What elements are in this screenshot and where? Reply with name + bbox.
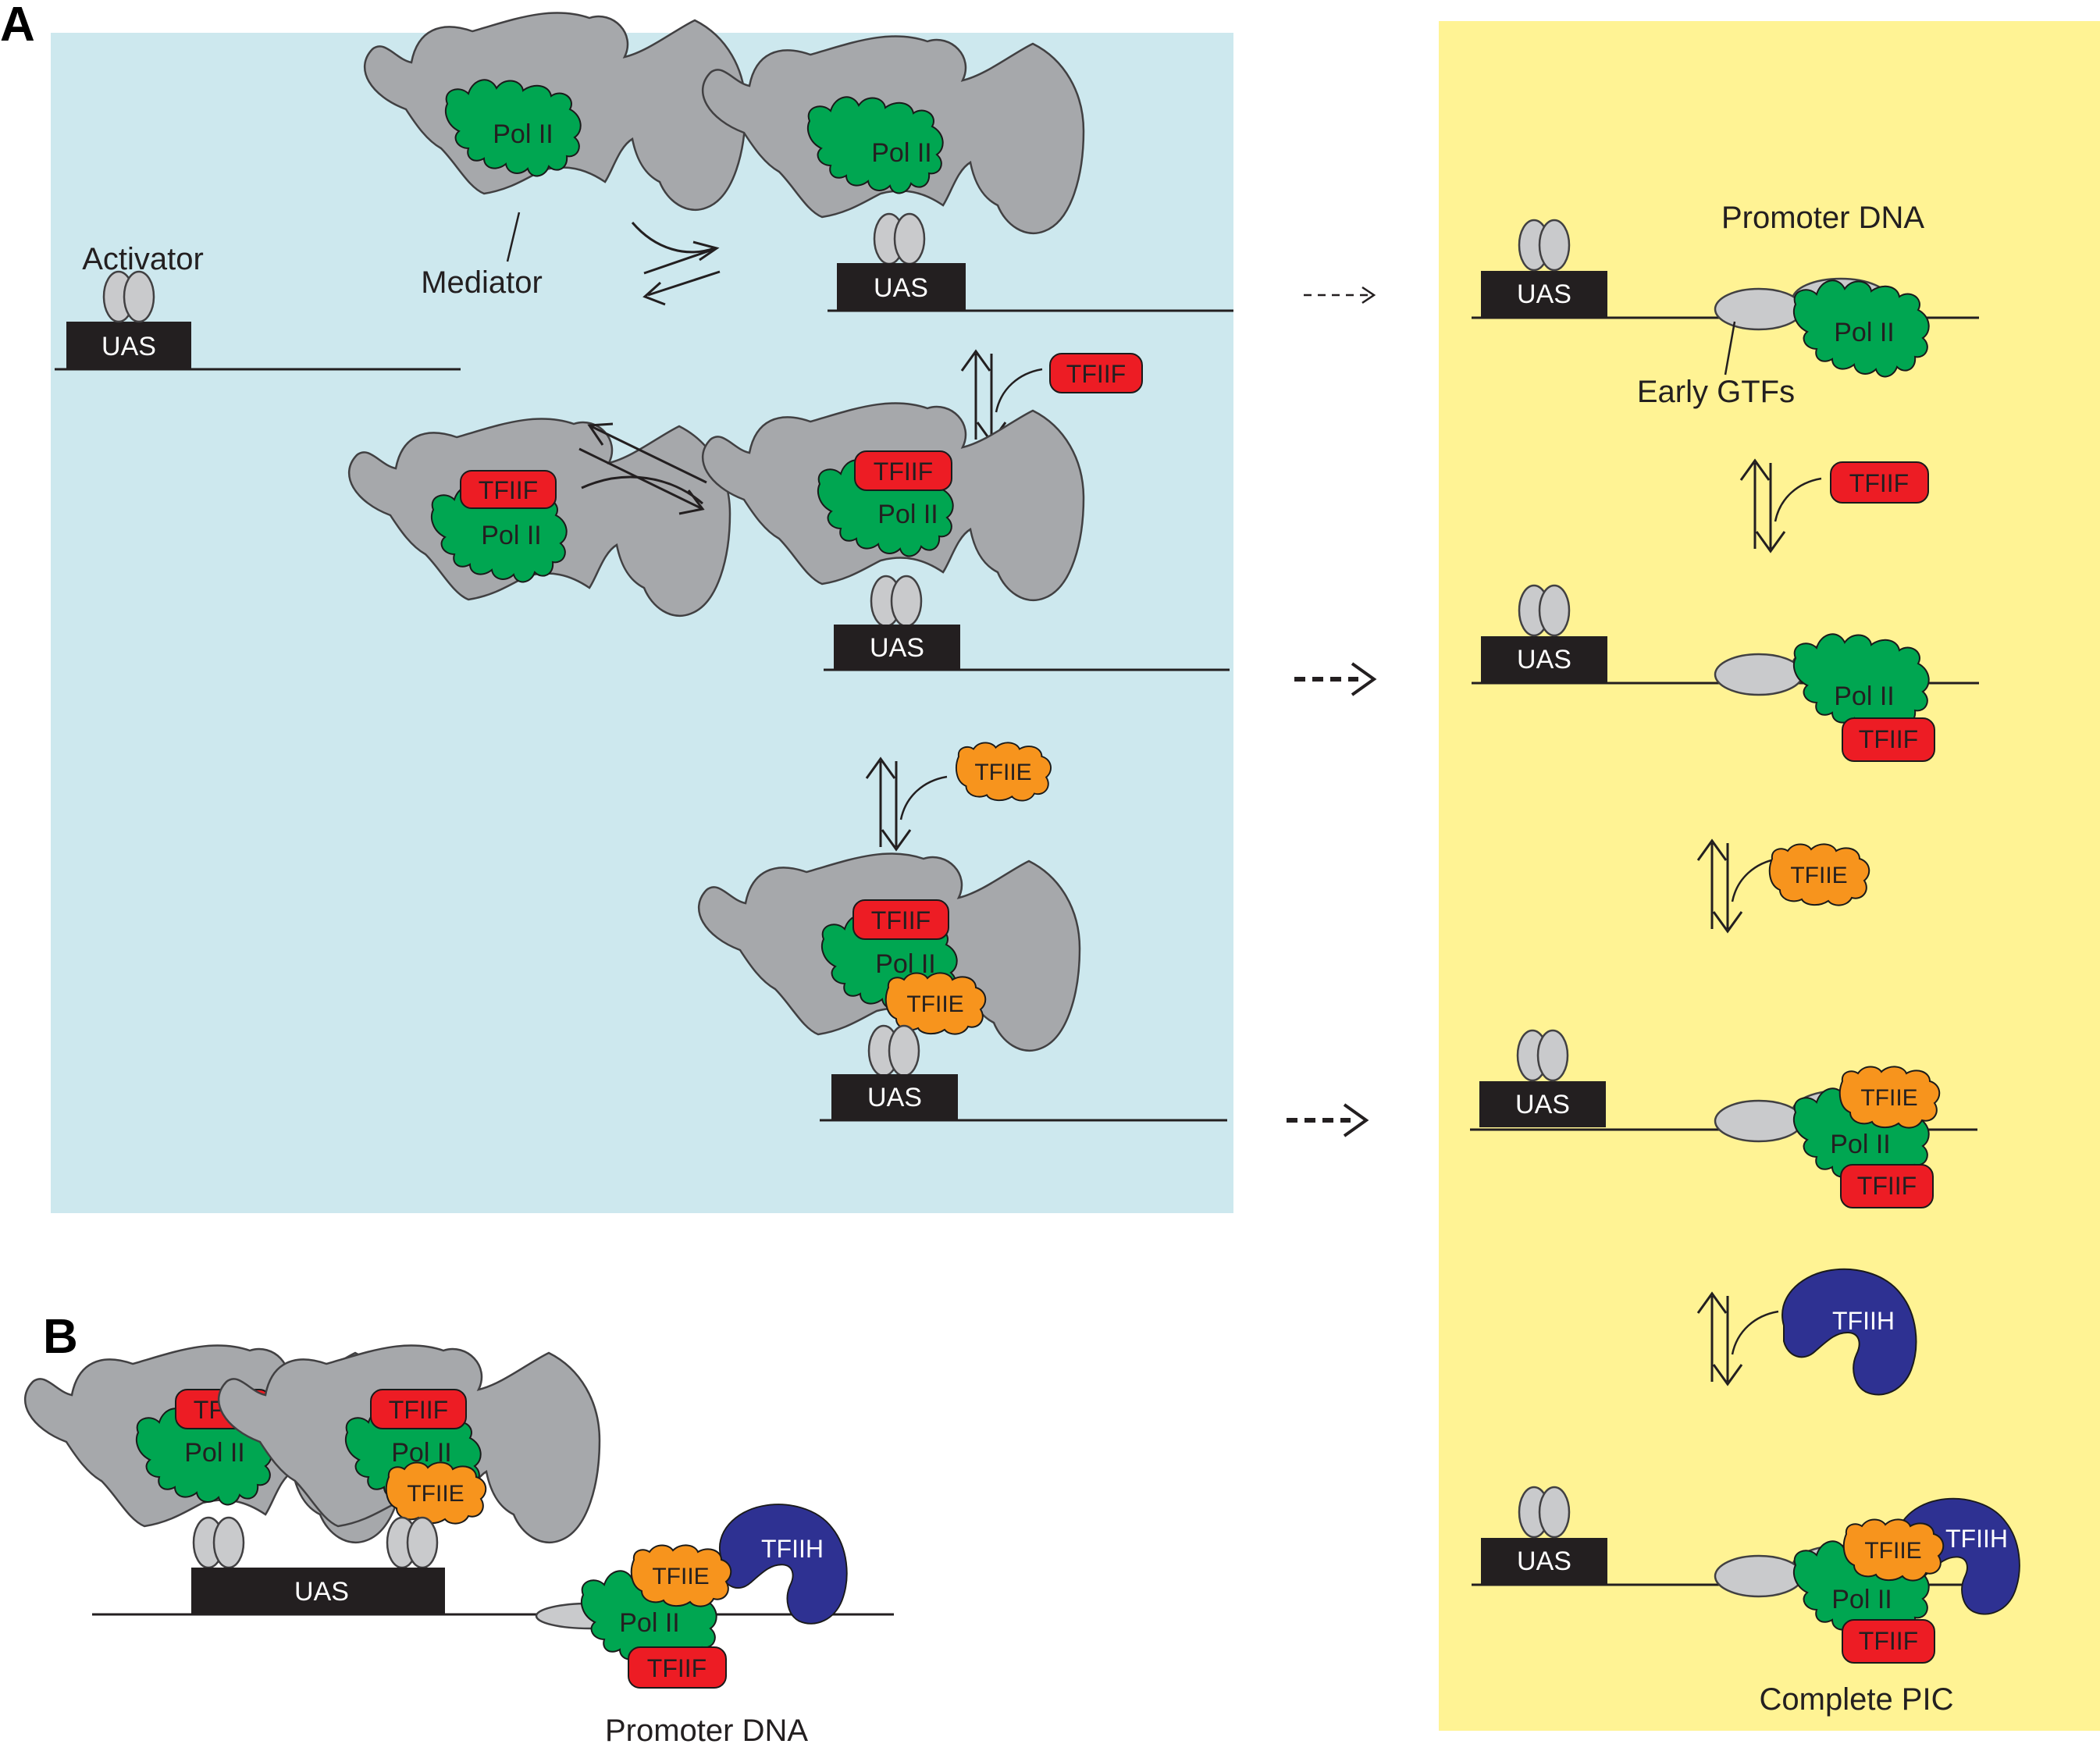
tfiie-label: TFIIE <box>407 1481 464 1507</box>
tfiie-label: TFIIE <box>1790 863 1847 888</box>
tfiif-label: TFIIF <box>874 457 933 486</box>
tfiie-label: TFIIE <box>906 991 963 1017</box>
tfiie-label: TFIIE <box>652 1564 709 1589</box>
dashed-arrow-1 <box>1304 286 1376 304</box>
tfiih-label: TFIIH <box>761 1535 824 1563</box>
pol2-label: Pol II <box>1834 318 1894 347</box>
panel-b-diagram: TFIIF Pol II TFIIF Pol II TFIIE UAS TFII… <box>23 1344 894 1744</box>
equilibrium-arrow-tfiif: TFIIF <box>960 350 1143 443</box>
complete-pic-label: Complete PIC <box>1760 1682 1954 1717</box>
tfiie-label: TFIIE <box>974 760 1031 785</box>
tfiif-label: TFIIF <box>1849 469 1909 497</box>
uas-label: UAS <box>1517 645 1571 674</box>
tfiif-free <box>1049 353 1143 393</box>
equilibrium-arrow-tfiie: TFIIE <box>865 742 1052 851</box>
tfiif-label: TFIIF <box>479 476 538 504</box>
promoter-dna-label: Promoter DNA <box>1721 201 1924 235</box>
uas-label: UAS <box>101 332 156 361</box>
mediator-pol2-uas-complex: Pol II UAS <box>701 35 1233 312</box>
uas-label: UAS <box>1517 1546 1571 1576</box>
uas-label: UAS <box>1517 279 1571 309</box>
tfiif-label: TFIIF <box>647 1654 707 1682</box>
panel-a-label: A <box>0 0 35 52</box>
uas-label: UAS <box>874 273 928 303</box>
pic-stage-early-gtfs: UAS Promoter DNA Pol II Early GTFs <box>1472 201 1979 409</box>
panel-b-label: B <box>43 1310 78 1364</box>
promoter-dna-label: Promoter DNA <box>605 1714 808 1744</box>
pol2-label: Pol II <box>1830 1130 1890 1159</box>
early-gtfs-label: Early GTFs <box>1637 375 1795 409</box>
tfiih-label: TFIIH <box>1832 1307 1895 1335</box>
pic-stage-tfiif: UAS Pol II TFIIF <box>1472 584 1979 762</box>
mediator-pol2-tfiif-free: TFIIF Pol II <box>347 418 731 618</box>
uas-label: UAS <box>867 1083 922 1112</box>
mediator-pol2-tfiif-tfiie-uas-complex: TFIIF Pol II TFIIE UAS <box>697 852 1227 1122</box>
pol2-label: Pol II <box>619 1608 679 1638</box>
pic-stage-tfiie: UAS Pol II TFIIE TFIIF <box>1470 1029 1977 1208</box>
free-activator-uas: UAS Activator <box>55 242 461 371</box>
tfiif-label: TFIIF <box>871 906 931 934</box>
tfiie-label: TFIIE <box>1860 1085 1917 1111</box>
equilibrium-arrow-tfiih-yellow: TFIIH <box>1696 1268 1917 1396</box>
tfiif-label: TFIIF <box>1859 1627 1918 1655</box>
pol2-label: Pol II <box>1834 682 1894 711</box>
pol2-label: Pol II <box>877 500 938 529</box>
uas-label: UAS <box>870 633 924 663</box>
uas-label: UAS <box>1515 1090 1570 1119</box>
pol2-label: Pol II <box>875 949 935 979</box>
dashed-arrow-2 <box>1294 662 1377 696</box>
pol2-label: Pol II <box>493 119 553 149</box>
tfiif-label: TFIIF <box>1066 360 1126 388</box>
mediator-label: Mediator <box>421 265 543 300</box>
tfiif-label: TFIIF <box>389 1396 448 1424</box>
pol2-label: Pol II <box>481 521 541 550</box>
tfiie-label: TFIIE <box>1864 1538 1921 1564</box>
dashed-arrow-3 <box>1287 1103 1369 1137</box>
tfiif-label: TFIIF <box>1859 725 1918 753</box>
equilibrium-arrow-1 <box>631 222 721 306</box>
pol2-label: Pol II <box>871 138 931 168</box>
activator-label: Activator <box>82 242 204 276</box>
pic-stage-complete: UAS TFIIH Pol II TFIIE TFIIF Complete PI… <box>1472 1486 2020 1717</box>
pol2-label: Pol II <box>1831 1585 1892 1614</box>
equilibrium-arrow-tfiif-yellow: TFIIF <box>1739 459 1929 553</box>
equilibrium-arrow-2 <box>578 422 707 515</box>
uas-label: UAS <box>294 1577 349 1607</box>
pol2-label: Pol II <box>184 1438 244 1468</box>
mediator-pol2-free: Pol II Mediator <box>363 12 747 300</box>
mediator-pol2-tfiif-uas-complex: TFIIF Pol II UAS <box>701 402 1230 671</box>
equilibrium-arrow-tfiie-yellow: TFIIE <box>1696 839 1870 933</box>
tfiif-label: TFIIF <box>1857 1172 1917 1200</box>
tfiih-label: TFIIH <box>1945 1525 2008 1553</box>
